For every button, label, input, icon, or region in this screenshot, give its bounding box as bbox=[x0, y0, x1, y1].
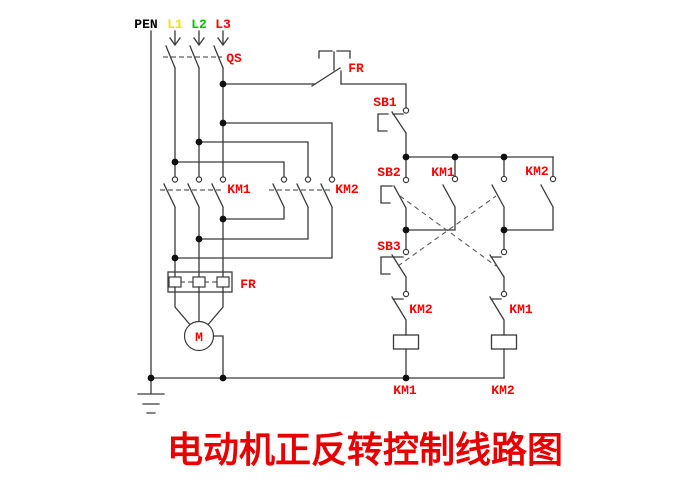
km1-main-label: KM1 bbox=[227, 182, 251, 197]
qs-switch bbox=[163, 45, 224, 178]
sb1-stop-button bbox=[377, 111, 407, 158]
l3-label: L3 bbox=[215, 17, 231, 32]
motor bbox=[174, 286, 224, 379]
fr-contact-label: FR bbox=[348, 61, 364, 76]
km2-coil bbox=[490, 334, 518, 379]
interlock-linkage bbox=[397, 195, 497, 267]
sb3-no-contact bbox=[491, 156, 505, 231]
km2-interlock-label: KM2 bbox=[409, 302, 433, 317]
sb2-nc-contact bbox=[489, 229, 505, 293]
motor-label: M bbox=[195, 330, 203, 345]
km2-main-contacts bbox=[174, 183, 333, 259]
pen-label: PEN bbox=[134, 17, 157, 32]
sb2-forward-button bbox=[380, 156, 407, 231]
phase-branch-wires bbox=[174, 122, 333, 178]
fr-thermal-relay bbox=[167, 271, 233, 293]
sb1-label: SB1 bbox=[373, 95, 397, 110]
supply-lines bbox=[150, 30, 229, 379]
km2-aux-label: KM2 bbox=[525, 164, 549, 179]
fr-nc-contact bbox=[222, 50, 407, 109]
km1-interlock-label: KM1 bbox=[509, 302, 533, 317]
km2-coil-label: KM2 bbox=[491, 383, 515, 398]
km2-nc-interlock bbox=[391, 296, 407, 336]
km1-coil bbox=[392, 334, 420, 379]
diagram-title: 电动机正反转控制线路图 bbox=[167, 429, 563, 471]
km2-main-label: KM2 bbox=[335, 182, 359, 197]
km1-nc-interlock bbox=[489, 296, 505, 336]
sb3-label: SB3 bbox=[377, 239, 401, 254]
km1-main-contacts bbox=[160, 183, 224, 278]
km1-aux-label: KM1 bbox=[431, 165, 455, 180]
km1-coil-label: KM1 bbox=[393, 383, 417, 398]
km2-aux-contact bbox=[503, 156, 554, 231]
sb3-nc-contact bbox=[380, 229, 407, 293]
l1-label: L1 bbox=[167, 17, 183, 32]
fr-relay-label: FR bbox=[240, 277, 256, 292]
contact-terminals bbox=[171, 107, 557, 298]
junction-dots bbox=[147, 80, 508, 382]
l2-label: L2 bbox=[191, 17, 207, 32]
km1-aux-contact bbox=[405, 156, 456, 231]
earth-symbol bbox=[137, 377, 165, 414]
qs-label: QS bbox=[226, 51, 242, 66]
sb2-label: SB2 bbox=[377, 165, 401, 180]
